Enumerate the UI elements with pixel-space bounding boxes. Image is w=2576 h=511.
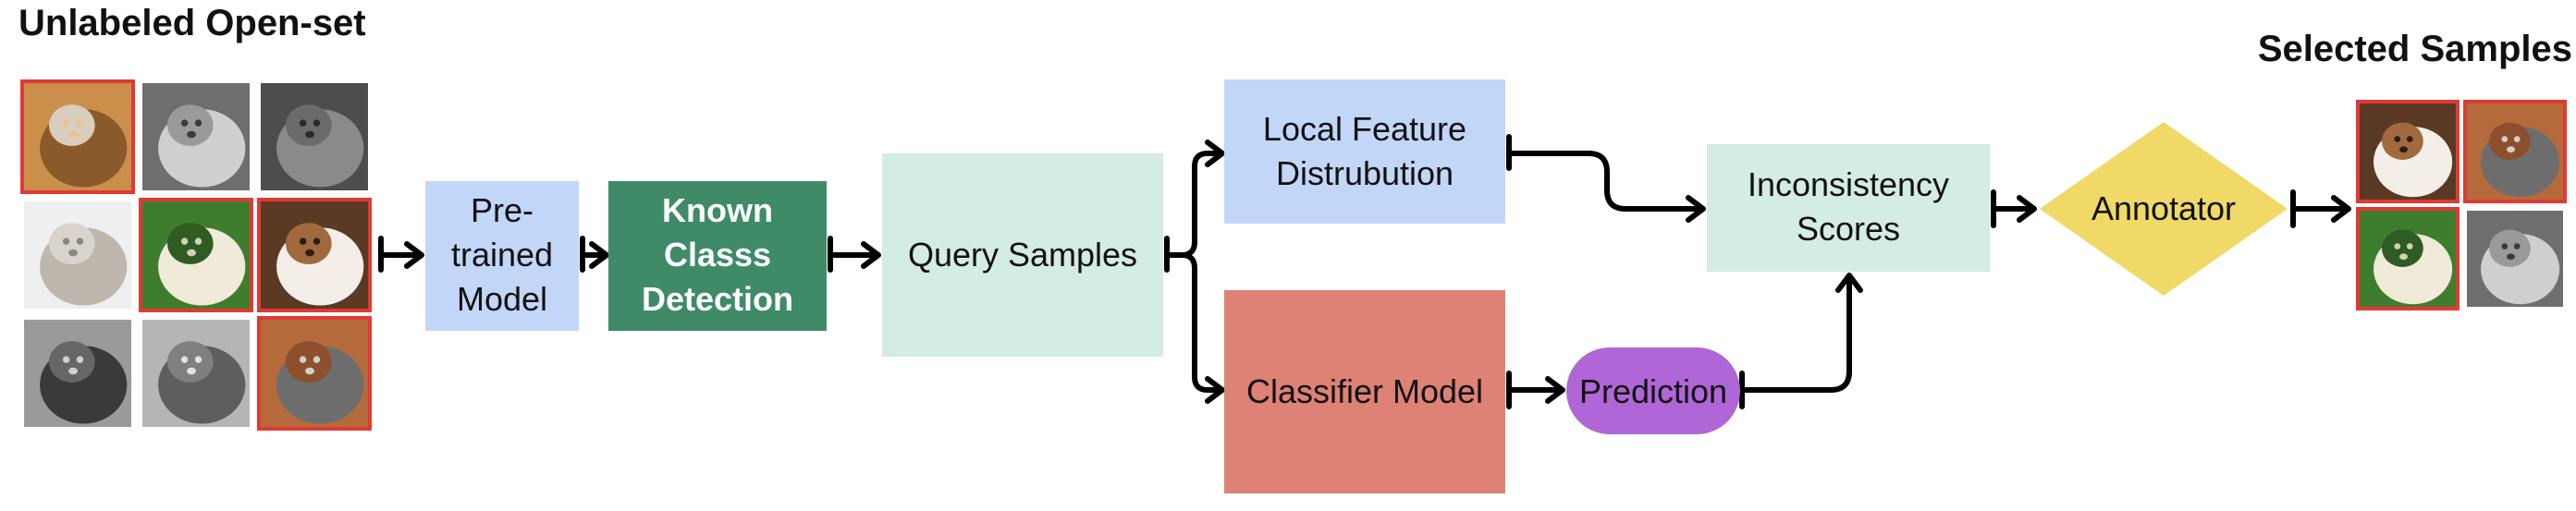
- arrow-pretrained-to-known: [580, 236, 606, 273]
- classifier-model-node: [1224, 290, 1505, 493]
- image-tile-old-english-sheepdog: [139, 198, 253, 312]
- image-tile-sheltie: [2356, 100, 2459, 203]
- arrow-local-to-inconsistency: [1506, 134, 1704, 212]
- image-tile-wolf-head: [139, 79, 253, 194]
- inconsistency-scores-node: [1707, 144, 1990, 272]
- arrow-query-split: [1164, 151, 1223, 393]
- query-samples-node: [882, 153, 1163, 357]
- prediction-label-line: Prediction: [1579, 372, 1727, 410]
- arrowhead: [861, 241, 881, 269]
- image-tile-wolf-head: [2463, 207, 2567, 310]
- arrowhead: [589, 241, 609, 269]
- prediction-label: Prediction: [1579, 372, 1727, 410]
- image-tile-wolf-walking: [257, 79, 372, 194]
- classifier-model-label: Classifier Model: [1246, 372, 1483, 410]
- image-tile-schnauzer: [257, 316, 372, 431]
- arrowhead: [2017, 195, 2037, 223]
- known-label-line: Known: [662, 191, 773, 229]
- image-tile-schnauzer: [2463, 100, 2567, 203]
- arrowhead: [2331, 195, 2351, 223]
- classifier-label-line: Classifier Model: [1246, 372, 1483, 410]
- arrow-annotator-to-output: [2290, 189, 2349, 228]
- image-tile-wolf-snarling: [20, 316, 135, 431]
- local-feature-node: [1224, 79, 1505, 224]
- query-samples-label: Query Samples: [908, 236, 1137, 274]
- pretrained-label-line: Model: [457, 280, 547, 318]
- known-label-line: Detection: [642, 280, 793, 318]
- arrowhead: [1205, 140, 1225, 167]
- arrowhead: [1545, 376, 1565, 404]
- input-set-title: Unlabeled Open-set: [18, 3, 366, 43]
- image-tile-sheltie: [257, 198, 372, 312]
- annotator-label-line: Annotator: [2091, 189, 2236, 227]
- query-label-line: Query Samples: [908, 236, 1137, 274]
- local-label-line: Distrubution: [1276, 154, 1454, 192]
- selected-samples-title: Selected Samples: [2258, 29, 2572, 69]
- arrowhead: [1835, 273, 1863, 293]
- connector-arrows: [378, 134, 2351, 409]
- pretrained-model-node: [425, 181, 579, 331]
- arrow-known-to-query: [828, 236, 879, 273]
- output-image-grid: [2356, 100, 2567, 310]
- annotator-node: [2040, 122, 2288, 296]
- arrow-grid-to-pretrained: [378, 236, 423, 273]
- inconsistency-label-line: Inconsistency: [1748, 165, 1949, 203]
- local-label-line: Local Feature: [1263, 110, 1466, 148]
- image-tile-golden-retriever: [20, 79, 135, 194]
- annotator-label: Annotator: [2091, 189, 2236, 227]
- pretrained-label-line: trained: [451, 236, 553, 274]
- image-tile-coyote: [20, 198, 135, 312]
- arrowhead: [1205, 376, 1225, 404]
- prediction-node: [1566, 347, 1740, 434]
- arrowhead: [1686, 195, 1706, 223]
- image-tile-old-english-sheepdog: [2356, 207, 2459, 310]
- arrowhead: [404, 241, 424, 269]
- arrow-inconsistency-to-annotator: [1991, 189, 2035, 228]
- arrow-classifier-to-prediction: [1506, 371, 1564, 409]
- inconsistency-label-line: Scores: [1797, 210, 1900, 248]
- known-label-line: Classs: [664, 236, 771, 274]
- image-tile-wolf-pair: [139, 316, 253, 431]
- pretrained-label-line: Pre-: [471, 191, 534, 229]
- input-image-grid: [20, 79, 372, 431]
- known-class-detection-node: [608, 181, 827, 331]
- arrow-prediction-to-inconsistency: [1739, 274, 1852, 409]
